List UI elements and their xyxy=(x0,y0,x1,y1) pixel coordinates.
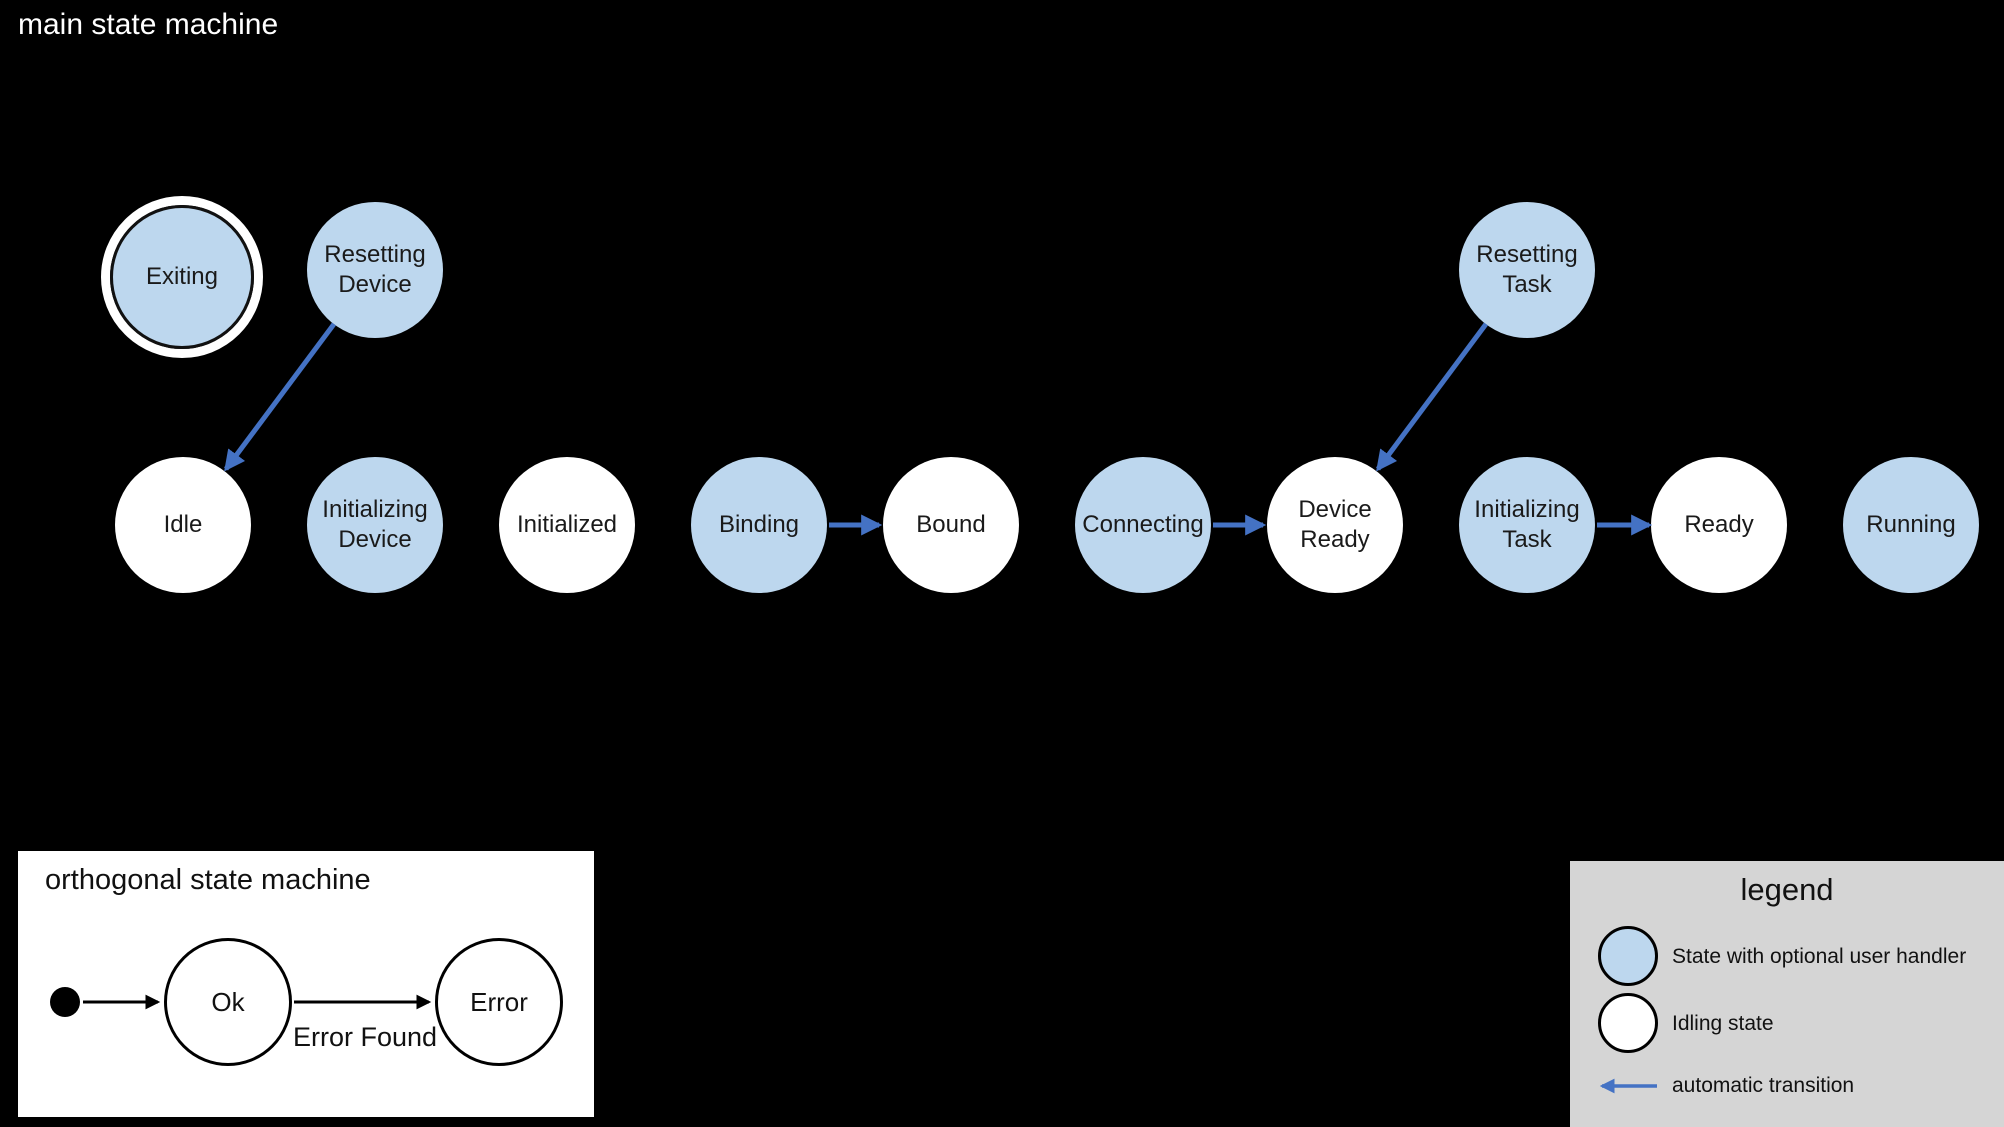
state-label: Initialized xyxy=(516,511,618,538)
legend-box xyxy=(1570,861,2004,1127)
state-idle: Idle xyxy=(115,457,251,593)
state-binding: Binding xyxy=(691,457,827,593)
state-label: Resetting Task xyxy=(1476,241,1578,298)
state-bound: Bound xyxy=(883,457,1019,593)
state-initialized: Initialized xyxy=(499,457,635,593)
state-initializing-task: Initializing Task xyxy=(1459,457,1595,593)
state-resetting-device: Resetting Device xyxy=(307,202,443,338)
state-ready: Ready xyxy=(1651,457,1787,593)
state-label: Exiting xyxy=(145,263,219,290)
orthogonal-title: orthogonal state machine xyxy=(45,864,371,896)
transition-arrow-resetting-task-to-device-ready xyxy=(1375,322,1489,472)
state-label: Idle xyxy=(163,511,203,538)
legend-user-handler-label: State with optional user handler xyxy=(1672,945,1967,968)
state-initializing-device: Initializing Device xyxy=(307,457,443,593)
state-running: Running xyxy=(1843,457,1979,593)
state-label: Running xyxy=(1866,511,1956,538)
state-label: Bound xyxy=(916,511,986,538)
state-label: Device Ready xyxy=(1298,496,1372,553)
legend-title: legend xyxy=(1740,872,1834,907)
state-label: Ready xyxy=(1684,511,1754,538)
state-label: Ok xyxy=(211,986,245,1017)
initial-state-dot xyxy=(50,987,80,1017)
state-label: Binding xyxy=(718,511,800,538)
state-label: Initializing Task xyxy=(1474,496,1580,553)
state-label: Connecting xyxy=(1082,511,1204,538)
state-connecting: Connecting xyxy=(1075,457,1211,593)
state-label: Resetting Device xyxy=(324,241,426,298)
legend-idling-swatch xyxy=(1598,993,1658,1053)
legend-user-handler-swatch xyxy=(1598,926,1658,986)
state-resetting-task: Resetting Task xyxy=(1459,202,1595,338)
state-device-ready: Device Ready xyxy=(1267,457,1403,593)
legend-idling-label: Idling state xyxy=(1672,1012,1774,1035)
state-error: Error xyxy=(435,938,563,1066)
state-ok: Ok xyxy=(164,938,292,1066)
state-label: Initializing Device xyxy=(322,496,428,553)
legend-automatic-transition-label: automatic transition xyxy=(1672,1074,1855,1097)
transition-arrow-resetting-device-to-idle xyxy=(223,322,337,472)
state-exiting-final-ring: Exiting xyxy=(101,196,263,358)
transition-label-error-found: Error Found xyxy=(292,1022,438,1052)
state-label: Error xyxy=(470,986,528,1017)
state-exiting: Exiting xyxy=(110,205,254,349)
diagram-title: main state machine xyxy=(18,8,279,41)
